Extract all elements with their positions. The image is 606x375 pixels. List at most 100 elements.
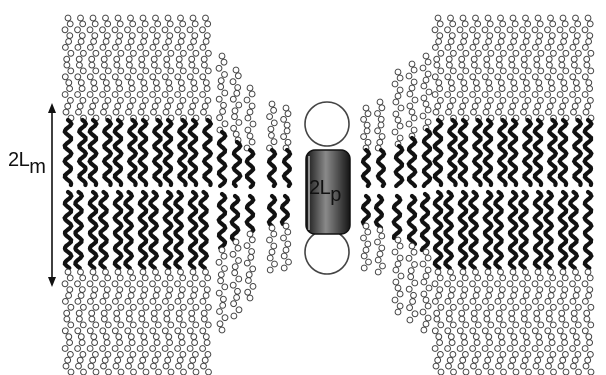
headgroup-bead	[548, 39, 554, 45]
headgroup-bead	[523, 15, 529, 21]
headgroup-bead	[202, 103, 208, 109]
headgroup-bead	[448, 15, 454, 21]
headgroup-bead	[191, 293, 197, 299]
headgroup-bead	[232, 108, 238, 114]
headgroup-bead	[130, 68, 136, 74]
headgroup-bead	[438, 352, 444, 358]
headgroup-bead	[75, 74, 81, 80]
headgroup-bead	[486, 293, 492, 299]
headgroup-bead	[507, 27, 513, 33]
headgroup-bead	[76, 109, 82, 115]
headgroup-bead	[92, 340, 98, 346]
headgroup-bead	[526, 369, 532, 375]
headgroup-bead	[168, 304, 174, 310]
headgroup-bead	[485, 103, 491, 109]
headgroup-bead	[92, 33, 98, 39]
headgroup-bead	[437, 33, 443, 39]
headgroup-bead	[62, 281, 68, 287]
headgroup-bead	[520, 74, 526, 80]
headgroup-bead	[524, 33, 530, 39]
headgroup-bead	[112, 328, 118, 334]
headgroup-bead	[142, 275, 148, 281]
headgroup-bead	[508, 109, 514, 115]
headgroup-bead	[116, 80, 122, 86]
headgroup-bead	[150, 328, 156, 334]
headgroup-bead	[551, 50, 557, 56]
headgroup-bead	[397, 243, 403, 249]
headgroup-bead	[488, 50, 494, 56]
headgroup-bead	[365, 229, 371, 235]
headgroup-bead	[114, 316, 120, 322]
headgroup-bead	[137, 74, 143, 80]
headgroup-bead	[221, 253, 227, 259]
headgroup-bead	[175, 346, 181, 352]
headgroup-bead	[534, 310, 540, 316]
headgroup-bead	[582, 328, 588, 334]
headgroup-bead	[475, 68, 481, 74]
headgroup-bead	[181, 369, 187, 375]
headgroup-bead	[113, 45, 119, 51]
headgroup-bead	[218, 78, 224, 84]
headgroup-bead	[131, 50, 137, 56]
headgroup-bead	[545, 45, 551, 51]
peptide-length-label: 2Lp	[309, 178, 341, 198]
headgroup-bead	[128, 39, 134, 45]
headgroup-bead	[219, 247, 225, 253]
headgroup-bead	[511, 39, 517, 45]
headgroup-bead	[558, 45, 564, 51]
headgroup-bead	[162, 328, 168, 334]
headgroup-bead	[63, 45, 69, 51]
headgroup-bead	[104, 33, 110, 39]
lipid-tail	[140, 192, 147, 268]
headgroup-bead	[130, 322, 136, 328]
lipid-tail	[282, 196, 288, 224]
headgroup-bead	[68, 98, 74, 104]
headgroup-bead	[545, 299, 551, 305]
headgroup-bead	[534, 56, 540, 62]
headgroup-bead	[205, 275, 211, 281]
headgroup-bead	[509, 316, 515, 322]
headgroup-bead	[114, 62, 120, 68]
headgroup-bead	[549, 287, 555, 293]
headgroup-bead	[234, 90, 240, 96]
headgroup-bead	[398, 273, 404, 279]
headgroup-bead	[473, 15, 479, 21]
headgroup-bead	[65, 269, 71, 275]
headgroup-bead	[584, 62, 590, 68]
headgroup-bead	[232, 270, 238, 276]
headgroup-bead	[458, 109, 464, 115]
headgroup-bead	[247, 109, 253, 115]
headgroup-bead	[562, 287, 568, 293]
headgroup-bead	[463, 304, 469, 310]
headgroup-bead	[447, 357, 453, 363]
headgroup-bead	[395, 117, 401, 123]
headgroup-bead	[79, 86, 85, 92]
headgroup-bead	[463, 98, 469, 104]
headgroup-bead	[130, 98, 136, 104]
headgroup-bead	[246, 272, 252, 278]
headgroup-bead	[563, 369, 569, 375]
headgroup-bead	[532, 346, 538, 352]
headgroup-bead	[561, 293, 567, 299]
headgroup-bead	[155, 68, 161, 74]
headgroup-bead	[125, 281, 131, 287]
headgroup-bead	[235, 85, 241, 91]
headgroup-bead	[484, 56, 490, 62]
headgroup-bead	[65, 357, 71, 363]
headgroup-bead	[283, 105, 289, 111]
headgroup-bead	[113, 109, 119, 115]
headgroup-bead	[200, 328, 206, 334]
headgroup-bead	[156, 369, 162, 375]
headgroup-bead	[435, 103, 441, 109]
headgroup-bead	[573, 269, 579, 275]
lipid-tail	[204, 120, 211, 185]
headgroup-bead	[91, 293, 97, 299]
headgroup-bead	[68, 369, 74, 375]
headgroup-bead	[536, 80, 542, 86]
headgroup-bead	[475, 21, 481, 27]
headgroup-bead	[557, 92, 563, 98]
headgroup-bead	[538, 50, 544, 56]
headgroup-bead	[78, 80, 84, 86]
headgroup-bead	[537, 86, 543, 92]
